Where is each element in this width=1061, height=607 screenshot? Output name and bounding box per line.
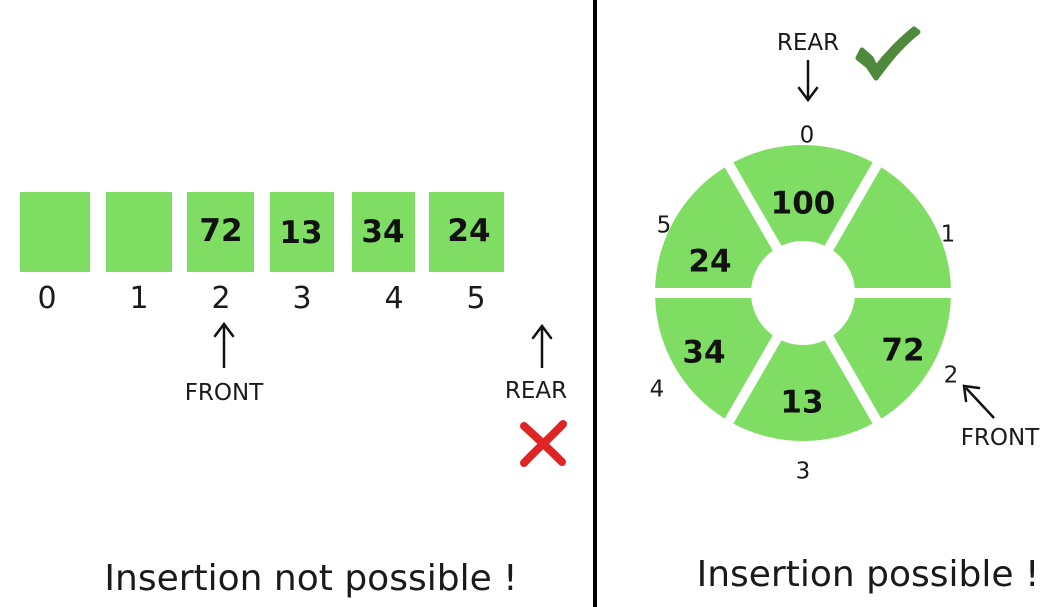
linear-cell-value: 34 — [361, 214, 404, 250]
ring-segment-3 — [733, 340, 873, 442]
linear-cell-box — [20, 192, 90, 272]
ring-index-label: 4 — [650, 377, 665, 403]
linear-cell-1: 1 — [106, 192, 172, 316]
ring-segment-1 — [833, 167, 951, 289]
linear-cell-4: 34 4 — [352, 192, 415, 316]
linear-cell-box — [106, 192, 172, 272]
ring-segment-value: 13 — [780, 385, 823, 421]
ring-index-label: 2 — [944, 363, 959, 389]
circular-rear-label: REAR — [777, 30, 839, 56]
front-label: FRONT — [185, 380, 265, 406]
ring-segment-value: 100 — [771, 186, 836, 222]
circular-front-arrow-icon — [965, 387, 995, 419]
ring-segment-4 — [655, 297, 773, 419]
ring-segment-5 — [655, 167, 773, 289]
linear-cell-box — [429, 192, 504, 272]
circular-queue: 100 0 1 72 2 13 3 34 4 24 5 REAR FRONT Insertion p… — [650, 26, 1041, 595]
linear-caption: Insertion not possible ! — [104, 558, 517, 599]
linear-cell-value: 13 — [279, 215, 322, 251]
ring-segment-value: 72 — [881, 333, 924, 369]
ring-index-label: 0 — [800, 123, 815, 149]
linear-index-label: 2 — [211, 281, 230, 316]
front-arrowhead-icon — [213, 321, 235, 338]
circular-caption: Insertion possible ! — [697, 554, 1040, 595]
rear-label: REAR — [505, 378, 567, 404]
linear-index-label: 1 — [129, 281, 148, 316]
linear-cell-5: 24 5 — [429, 192, 504, 316]
linear-index-label: 3 — [292, 281, 311, 316]
ring-index-label: 3 — [796, 459, 811, 485]
circular-front-arrowhead-icon — [962, 384, 981, 403]
linear-cell-box — [270, 192, 334, 272]
cross-icon — [520, 420, 567, 467]
ring-index-label: 1 — [941, 222, 956, 248]
linear-cell-box — [352, 192, 415, 272]
linear-cell-3: 13 3 — [270, 192, 334, 316]
linear-queue: 0 1 72 2 13 3 34 4 24 5 FRONT — [20, 192, 567, 599]
linear-cell-value: 24 — [447, 213, 490, 249]
ring-index-label: 5 — [657, 213, 672, 239]
linear-cell-0: 0 — [20, 192, 90, 316]
checkmark-icon — [855, 26, 921, 81]
circular-rear-arrowhead-icon — [797, 86, 819, 103]
ring-segment-2 — [833, 297, 951, 419]
linear-index-label: 4 — [384, 281, 403, 316]
linear-cell-2: 72 2 — [187, 192, 254, 316]
ring-segment-value: 24 — [688, 244, 731, 280]
circular-ring: 100 0 1 72 2 13 3 34 4 24 5 — [650, 123, 959, 485]
rear-arrowhead-icon — [531, 323, 553, 340]
ring-segment-value: 34 — [682, 335, 725, 371]
linear-index-label: 5 — [466, 281, 485, 316]
linear-index-label: 0 — [37, 281, 56, 316]
ring-segment-0 — [733, 144, 873, 246]
linear-cell-box — [187, 192, 254, 272]
circular-front-label: FRONT — [961, 425, 1041, 451]
linear-cell-value: 72 — [199, 213, 242, 249]
